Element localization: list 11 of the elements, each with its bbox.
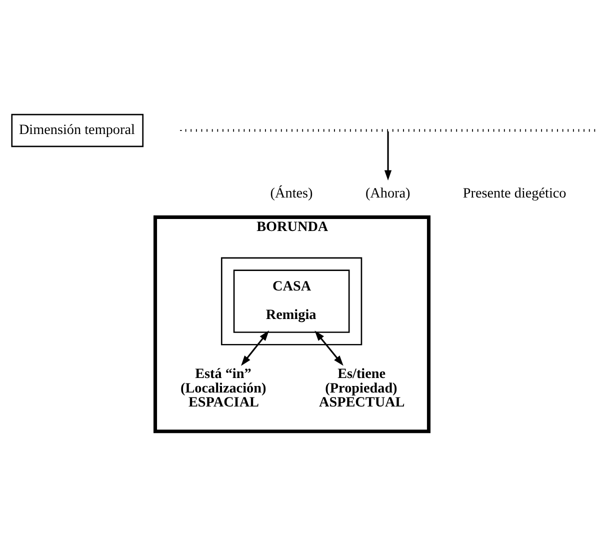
- node-box: CASA Remigia: [233, 270, 350, 333]
- node-text: (Ahora): [365, 186, 410, 202]
- label: (Ántes): [270, 186, 313, 202]
- node-box: Dimensión temporal: [11, 114, 144, 148]
- arrow: [314, 330, 344, 366]
- arrow: [384, 131, 392, 180]
- label: Presente diegético: [462, 186, 566, 202]
- node-text: Es/tiene (Propiedad) ASPECTUAL: [318, 366, 405, 410]
- node-text: Está “in” (Localización) ESPACIAL: [180, 366, 266, 410]
- arrow: [241, 330, 270, 366]
- cluster: [220, 257, 362, 346]
